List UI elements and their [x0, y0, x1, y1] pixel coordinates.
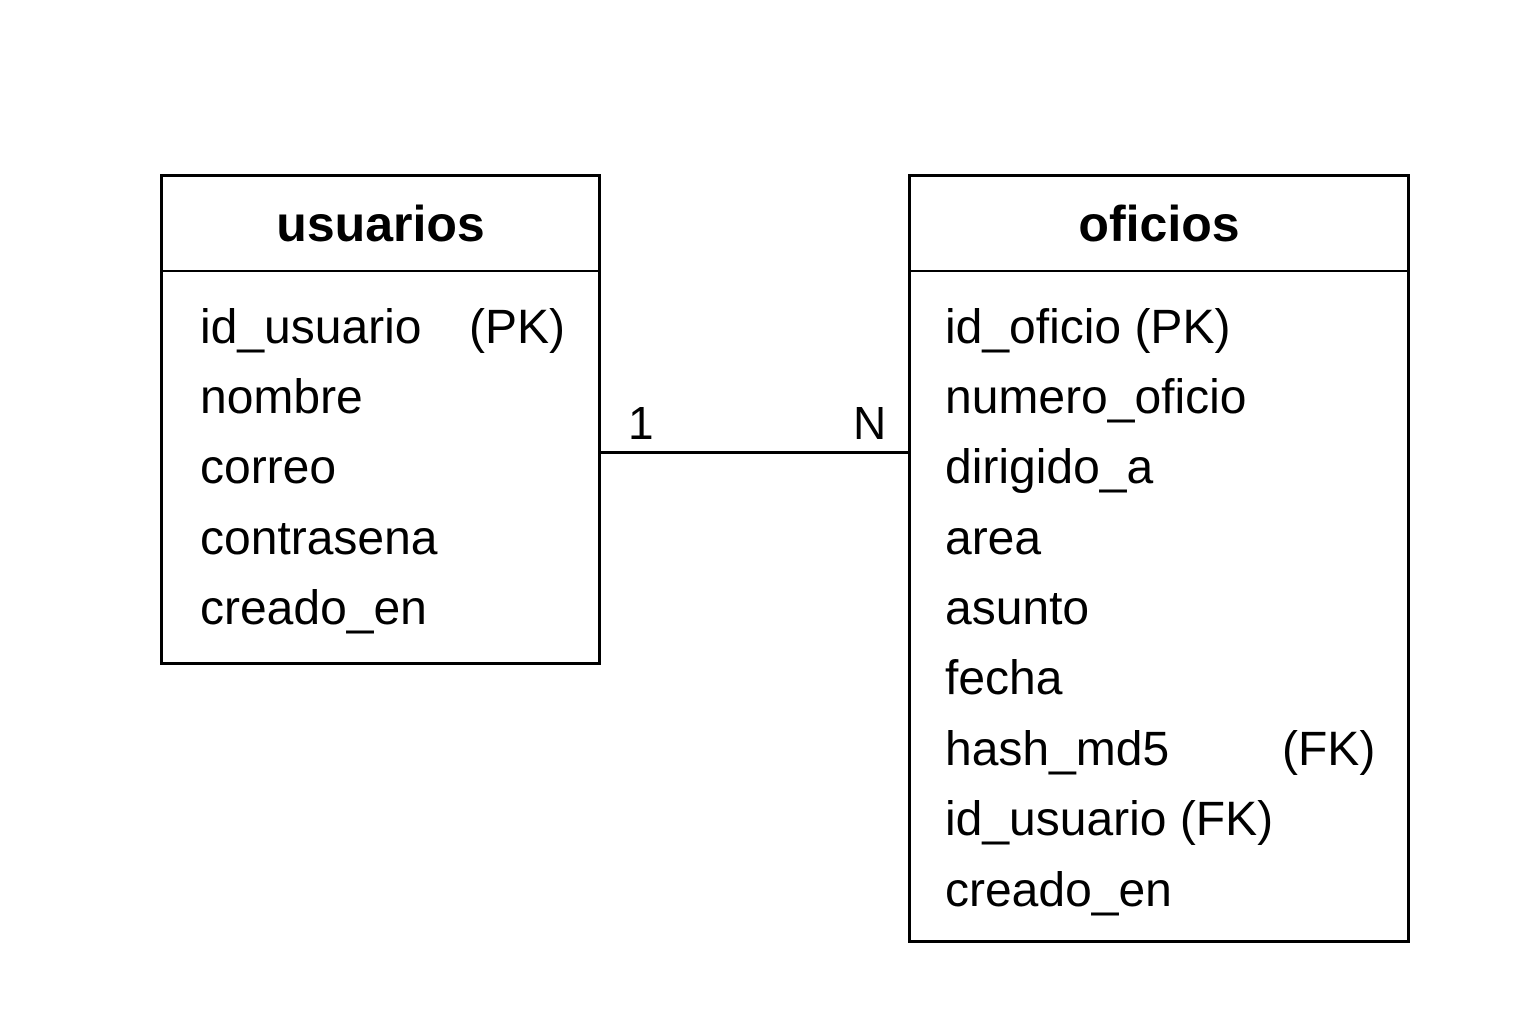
entity-usuarios: usuarios id_usuario (PK) nombre correo c…	[160, 174, 601, 665]
attribute-creado-en: creado_en	[200, 582, 427, 635]
attribute-area: area	[945, 512, 1042, 565]
relationship-line	[601, 451, 908, 454]
cardinality-many: N	[853, 397, 887, 449]
attribute-id-usuario: id_usuario (FK)	[945, 793, 1274, 846]
attribute-key-pk: (PK)	[469, 301, 565, 354]
attribute-id-oficio: id_oficio (PK)	[945, 301, 1231, 354]
attribute-hash-md5: hash_md5	[945, 723, 1170, 776]
attribute-fecha: fecha	[945, 652, 1063, 705]
attribute-correo: correo	[200, 441, 337, 494]
attribute-id-usuario: id_usuario	[200, 301, 422, 354]
attribute-creado-en: creado_en	[945, 864, 1172, 917]
attribute-nombre: nombre	[200, 371, 363, 424]
attribute-dirigido-a: dirigido_a	[945, 441, 1154, 494]
attribute-numero-oficio: numero_oficio	[945, 371, 1247, 424]
entity-oficios: oficios id_oficio (PK) numero_oficio dir…	[908, 174, 1410, 943]
cardinality-one: 1	[628, 397, 654, 449]
attribute-asunto: asunto	[945, 582, 1090, 635]
entity-title: usuarios	[163, 177, 598, 272]
entity-title: oficios	[911, 177, 1407, 272]
attribute-contrasena: contrasena	[200, 512, 438, 565]
attribute-key-fk: (FK)	[1282, 723, 1376, 776]
